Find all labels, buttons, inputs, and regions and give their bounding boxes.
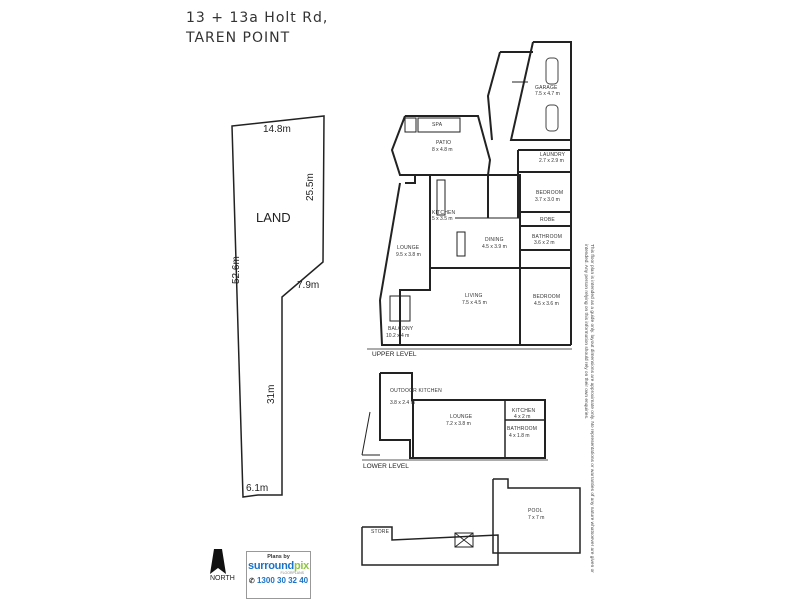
land-outline: [231, 115, 325, 498]
room-patio-name: PATIO: [436, 140, 451, 146]
room-dining-size: 4.5 x 3.9 m: [482, 244, 507, 250]
brand-sub: FLOORPLANS: [280, 571, 304, 575]
brand-phone-number: 1300 30 32 40: [256, 576, 309, 585]
north-label: NORTH: [210, 575, 235, 582]
land-dim-top: 14.8m: [263, 124, 291, 135]
room-lounge-size: 9.5 x 3.8 m: [396, 252, 421, 258]
store-outline: [361, 526, 499, 566]
room-living-name: LIVING: [465, 293, 483, 299]
room-dining-name: DINING: [485, 237, 504, 243]
upper-level-label: UPPER LEVEL: [372, 351, 417, 358]
address-line-2: TAREN POINT: [186, 30, 291, 46]
room-kitchen-size: 5 x 3.5 m: [432, 216, 453, 222]
brand-name-b: pix: [293, 560, 309, 572]
pool-outline: [492, 478, 581, 554]
room-bedroom2-name: BEDROOM: [533, 294, 560, 300]
land-dim-bottom: 6.1m: [246, 483, 268, 494]
brand-name-a: surround: [248, 560, 294, 572]
room-kitchen-name: KITCHEN: [432, 210, 456, 216]
room-bedroom2-size: 4.5 x 3.6 m: [534, 301, 559, 307]
store-name: STORE: [371, 529, 390, 535]
room-laundry-name: LAUNDRY: [540, 152, 566, 158]
room-lower-kitchen-name: KITCHEN: [512, 408, 536, 414]
room-bathroom-name: BATHROOM: [532, 234, 562, 240]
room-bedroom1-name: BEDROOM: [536, 190, 563, 196]
room-robe-name: ROBE: [540, 217, 555, 223]
land-dim-step: 7.9m: [297, 280, 319, 291]
lower-level-label: LOWER LEVEL: [363, 463, 409, 470]
brand-phone: ✆ 1300 30 32 40: [247, 576, 310, 585]
room-outdoor-kitchen-size: 3.8 x 2.4 m: [390, 400, 415, 406]
upper-level-rooms: GARAGE 7.5 x 4.7 m SPA PATIO 8 x 4.8 m L…: [386, 85, 566, 339]
room-bedroom1-size: 3.7 x 3.0 m: [535, 197, 560, 203]
upper-level-walls: [379, 41, 572, 346]
phone-icon: ✆: [248, 578, 255, 585]
room-garage-name: GARAGE: [535, 85, 558, 91]
lower-level-rooms: OUTDOOR KITCHEN 3.8 x 2.4 m LOUNGE 7.2 x…: [390, 388, 537, 439]
north-arrow-icon: [210, 549, 226, 574]
room-spa-name: SPA: [432, 122, 443, 128]
land-label: LAND: [256, 210, 291, 225]
room-balcony-size: 10.2 x 4 m: [386, 333, 409, 339]
room-garage-size: 7.5 x 4.7 m: [535, 91, 560, 97]
room-patio-size: 8 x 4.8 m: [432, 147, 453, 153]
land-dim-left: 52.6m: [231, 256, 242, 284]
room-laundry-size: 2.7 x 2.9 m: [539, 158, 564, 164]
address-line-1: 13 + 13a Holt Rd,: [186, 10, 329, 26]
land-dim-right: 25.5m: [305, 173, 316, 201]
land-dim-lower: 31m: [266, 385, 277, 404]
room-lower-bathroom-name: BATHROOM: [507, 426, 537, 432]
pool-size: 7 x 7 m: [528, 515, 544, 521]
room-outdoor-kitchen-name: OUTDOOR KITCHEN: [390, 388, 442, 394]
room-lower-lounge-name: LOUNGE: [450, 414, 473, 420]
room-lower-bathroom-size: 4 x 1.8 m: [509, 433, 530, 439]
lower-level-walls: [361, 372, 546, 459]
room-lower-kitchen-size: 4 x 2 m: [514, 414, 530, 420]
room-living-size: 7.5 x 4.5 m: [462, 300, 487, 306]
room-bathroom-size: 3.6 x 2 m: [534, 240, 555, 246]
disclaimer-text: This floor plan is intended as a guide o…: [583, 244, 594, 573]
pool-name: POOL: [528, 508, 543, 514]
garage-cars: [545, 57, 559, 132]
room-lower-lounge-size: 7.2 x 3.8 m: [446, 421, 471, 427]
room-balcony-name: BALCONY: [388, 326, 414, 332]
brand-badge: Plans by surroundpix FLOORPLANS ✆ 1300 3…: [246, 551, 311, 599]
brand-name: surroundpix: [247, 560, 310, 572]
room-lounge-name: LOUNGE: [397, 245, 420, 251]
brand-plans-by: Plans by: [267, 554, 290, 560]
